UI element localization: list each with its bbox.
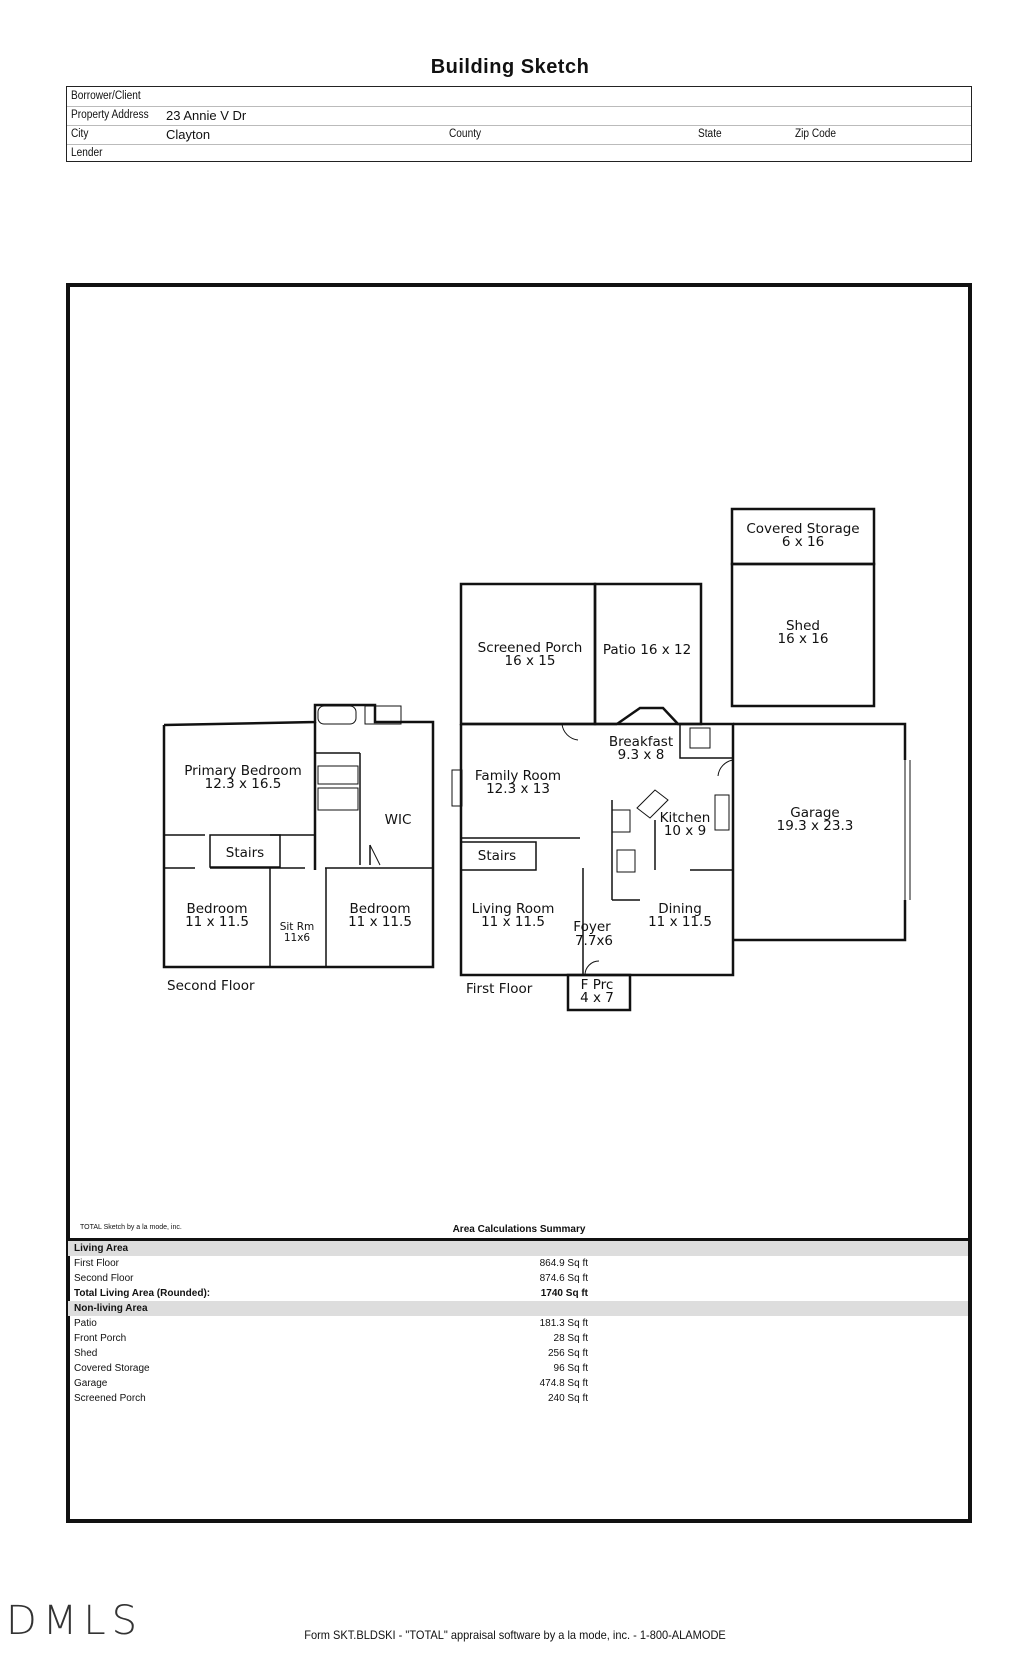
row-value: 240 Sq ft — [547, 1393, 588, 1404]
state-label: State — [698, 128, 722, 140]
borrower-row: Borrower/Client — [67, 87, 971, 107]
city-value: Clayton — [166, 127, 211, 142]
room-family-room-dims: 12.3 x 13 — [486, 781, 550, 797]
table-row: Covered Storage 96 Sq ft — [68, 1361, 968, 1376]
form-footer: Form SKT.BLDSKI - "TOTAL" appraisal soft… — [304, 1628, 726, 1642]
room-bedroom-left-dims: 11 x 11.5 — [185, 914, 249, 930]
row-name: Front Porch — [74, 1333, 127, 1344]
total-sketch-credit: TOTAL Sketch by a la mode, inc. — [80, 1224, 182, 1231]
row-name: Shed — [74, 1348, 98, 1359]
row-name: First Floor — [74, 1258, 119, 1269]
row-value: 96 Sq ft — [553, 1363, 588, 1374]
room-patio-name: Patio 16 x 12 — [603, 642, 691, 658]
room-wic-name: WIC — [385, 812, 412, 828]
summary-header: TOTAL Sketch by a la mode, inc. Area Cal… — [66, 1220, 972, 1238]
room-garage-dims: 19.3 x 23.3 — [777, 818, 854, 834]
address-label: Property Address — [71, 109, 149, 121]
address-value: 23 Annie V Dr — [166, 108, 247, 123]
room-dining-dims: 11 x 11.5 — [648, 914, 712, 930]
room-bedroom-right-dims: 11 x 11.5 — [348, 914, 412, 930]
room-breakfast-dims: 9.3 x 8 — [618, 747, 665, 763]
room-dining-name: Dining — [658, 901, 702, 917]
room-family-room-name: Family Room — [475, 768, 561, 784]
row-name: Covered Storage — [74, 1363, 150, 1374]
room-foyer-dims: 7.7x6 — [575, 933, 613, 949]
room-foyer-name: Foyer — [573, 919, 611, 935]
room-living-room-dims: 11 x 11.5 — [481, 914, 545, 930]
sketch-sheet — [66, 283, 972, 1523]
second-floor-label: Second Floor — [167, 978, 255, 994]
total-living-row: Total Living Area (Rounded): 1740 Sq ft — [68, 1286, 968, 1301]
table-row: Garage 474.8 Sq ft — [68, 1376, 968, 1391]
row-value: 181.3 Sq ft — [539, 1318, 588, 1329]
room-breakfast-name: Breakfast — [609, 734, 673, 750]
room-sit-rm-dims: 11x6 — [284, 932, 311, 944]
room-front-porch-name: F Prc — [581, 977, 614, 993]
room-covered-storage-name: Covered Storage — [746, 521, 859, 537]
row-name: Second Floor — [74, 1273, 134, 1284]
total-name: Total Living Area (Rounded): — [74, 1288, 211, 1299]
room-stairs-first-name: Stairs — [478, 848, 516, 864]
room-stairs-second-name: Stairs — [226, 845, 264, 861]
living-area-header: Living Area — [68, 1241, 968, 1256]
lender-label: Lender — [71, 147, 103, 159]
row-value: 28 Sq ft — [553, 1333, 588, 1344]
row-value: 256 Sq ft — [547, 1348, 588, 1359]
table-row: Front Porch 28 Sq ft — [68, 1331, 968, 1346]
room-primary-bedroom-dims: 12.3 x 16.5 — [205, 776, 282, 792]
lender-row: Lender — [67, 144, 971, 163]
table-row: Shed 256 Sq ft — [68, 1346, 968, 1361]
room-sit-rm-name: Sit Rm — [280, 921, 315, 933]
page-title: Building Sketch — [430, 56, 590, 78]
borrower-label: Borrower/Client — [71, 90, 141, 102]
row-value: 874.6 Sq ft — [539, 1273, 588, 1284]
room-bedroom-right-name: Bedroom — [349, 901, 410, 917]
first-floor-label: First Floor — [466, 981, 533, 997]
room-screened-porch-name: Screened Porch — [478, 640, 583, 656]
room-screened-porch-dims: 16 x 15 — [505, 653, 556, 669]
row-value: 864.9 Sq ft — [539, 1258, 588, 1269]
zip-label: Zip Code — [795, 128, 837, 140]
row-name: Screened Porch — [74, 1393, 146, 1404]
city-label: City — [71, 128, 89, 140]
room-covered-storage-dims: 6 x 16 — [782, 534, 824, 550]
county-label: County — [449, 128, 482, 140]
room-front-porch-dims: 4 x 7 — [580, 990, 614, 1006]
non-living-area-header: Non-living Area — [68, 1301, 968, 1316]
room-kitchen-name: Kitchen — [660, 810, 711, 826]
table-row: Screened Porch 240 Sq ft — [68, 1391, 968, 1406]
room-kitchen-dims: 10 x 9 — [664, 823, 706, 839]
table-row: Second Floor 874.6 Sq ft — [68, 1271, 968, 1286]
property-info-box: Borrower/Client Property Address 23 Anni… — [66, 86, 972, 162]
table-row: First Floor 864.9 Sq ft — [68, 1256, 968, 1271]
row-name: Garage — [74, 1378, 108, 1389]
room-bedroom-left-name: Bedroom — [186, 901, 247, 917]
table-row: Patio 181.3 Sq ft — [68, 1316, 968, 1331]
summary-title: Area Calculations Summary — [452, 1224, 586, 1235]
room-shed-name: Shed — [786, 618, 820, 634]
address-row: Property Address 23 Annie V Dr — [67, 106, 971, 126]
room-primary-bedroom-name: Primary Bedroom — [184, 763, 302, 779]
room-garage-name: Garage — [790, 805, 839, 821]
room-living-room-name: Living Room — [472, 901, 555, 917]
total-value: 1740 Sq ft — [540, 1288, 588, 1299]
row-name: Patio — [74, 1318, 97, 1329]
city-row: City Clayton County State Zip Code — [67, 125, 971, 145]
room-shed-dims: 16 x 16 — [778, 631, 829, 647]
row-value: 474.8 Sq ft — [539, 1378, 588, 1389]
dmls-watermark-logo: DMLS — [6, 1598, 143, 1644]
area-summary-table: Living Area First Floor 864.9 Sq ft Seco… — [68, 1238, 968, 1406]
